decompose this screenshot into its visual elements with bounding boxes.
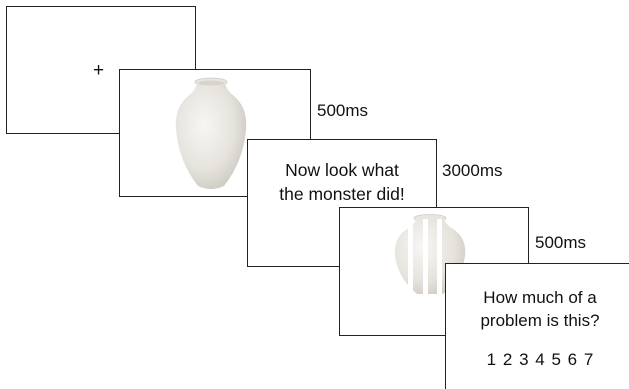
rating-screen: How much of a problem is this? 1 2 3 4 5…: [445, 263, 629, 389]
scale-option-6[interactable]: 6: [567, 350, 578, 369]
scale-option-7[interactable]: 7: [583, 350, 594, 369]
monster-message: Now look what the monster did!: [248, 158, 436, 206]
question-line-1: How much of a: [483, 288, 597, 307]
rating-question: How much of a problem is this?: [446, 286, 629, 332]
intact-vase-screen: [119, 69, 311, 197]
scale-option-4[interactable]: 4: [535, 350, 545, 369]
message-line-2: the monster did!: [279, 184, 405, 204]
scale-option-5[interactable]: 5: [551, 350, 561, 369]
scale-option-1[interactable]: 1: [486, 350, 497, 369]
rating-scale: 1 2 3 4 5 6 7: [446, 350, 629, 370]
vase-icon: [175, 77, 247, 189]
message-line-1: Now look what: [285, 160, 399, 180]
question-line-2: problem is this?: [480, 311, 600, 330]
timing-label-broken-vase: 500ms: [535, 233, 587, 252]
scale-option-2[interactable]: 2: [502, 350, 513, 369]
fixation-cross: +: [93, 60, 105, 81]
scale-option-3[interactable]: 3: [519, 350, 529, 369]
timing-label-fixation-to-vase: 500ms: [317, 101, 369, 120]
timing-label-message: 3000ms: [442, 161, 503, 180]
